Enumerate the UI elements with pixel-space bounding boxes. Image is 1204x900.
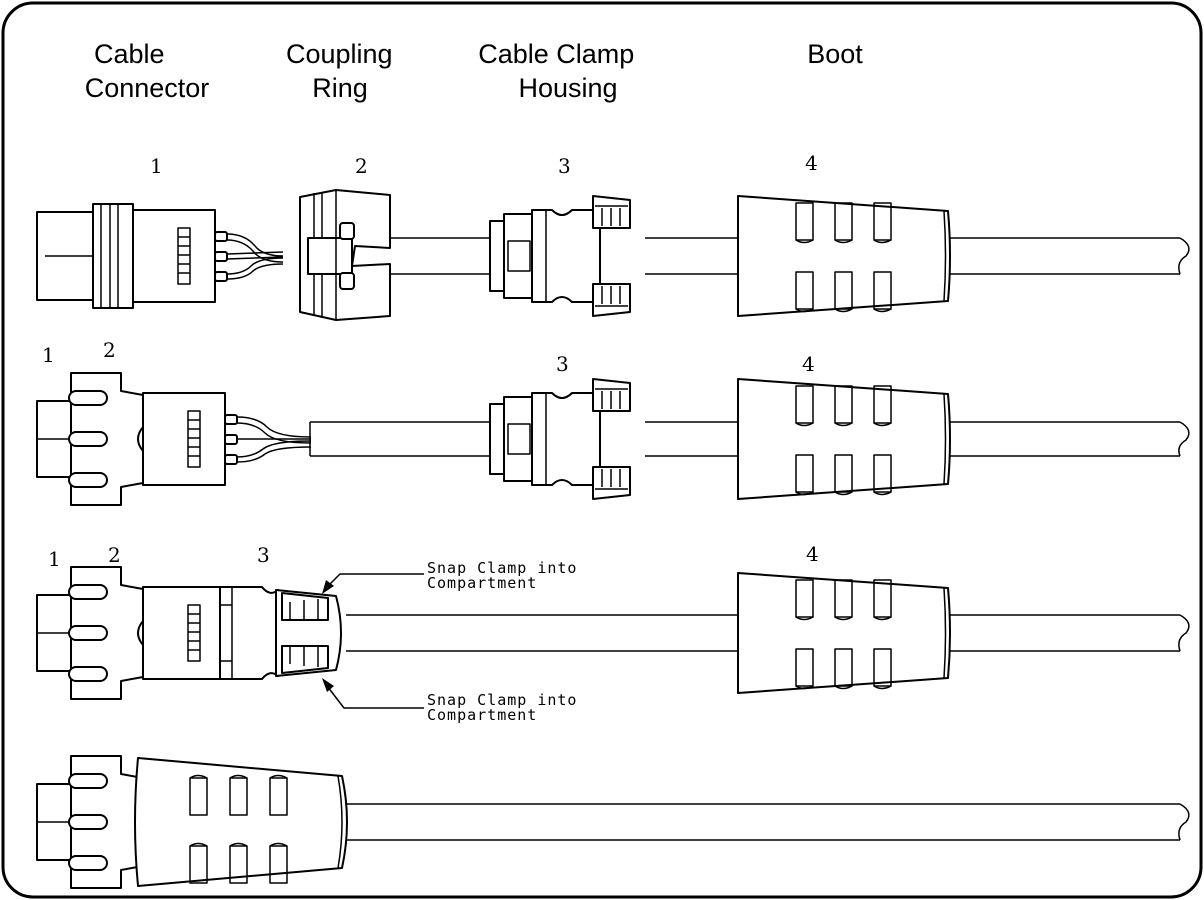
header-cable-clamp-housing: Cable Clamp Housing [478,39,642,103]
row2-cable [310,421,1190,457]
row-3-clamp-assembled: 1 2 3 4 [36,542,1190,724]
row2-cable-clamp-housing [489,378,631,500]
callout-bottom: Snap Clamp into Compartment [322,678,588,724]
row1-coupling-ring [299,189,391,321]
row1-cable [390,237,1190,275]
row3-label-1: 1 [48,547,61,571]
header-coupling-ring: Coupling Ring [286,39,400,103]
row1-label-2: 2 [355,154,368,178]
row2-label-1: 1 [42,343,55,367]
row3-connector-front [36,566,144,700]
row2-label-3: 3 [556,352,569,376]
callout-top: Snap Clamp into Compartment [322,559,588,594]
row1-label-4: 4 [805,151,818,175]
row3-connector-body-with-clamp [142,586,342,680]
row4-connector-front [36,755,144,889]
row-1-exploded: 1 2 3 4 [36,151,1190,321]
row4-cable [346,803,1190,841]
row2-connector-back [142,392,312,486]
row4-boot [134,757,348,887]
row3-label-2: 2 [108,543,121,567]
row2-boot [737,378,951,500]
row-2-connector-with-ring: 1 2 3 4 [36,338,1190,506]
row3-label-3: 3 [257,543,270,567]
row-4-fully-assembled [36,755,1190,889]
callout-bottom-text: Snap Clamp into Compartment [427,691,588,724]
row3-label-4: 4 [806,542,819,566]
callout-top-text: Snap Clamp into Compartment [427,559,588,592]
row1-cable-clamp-housing [489,195,631,317]
row1-cable-connector [36,203,284,309]
header-boot: Boot [807,39,863,69]
header-cable-connector: Cable Connector [85,39,210,103]
row2-label-2: 2 [103,338,116,362]
row1-label-3: 3 [558,154,571,178]
row2-connector-front [36,372,144,506]
row2-label-4: 4 [802,352,815,376]
row1-label-1: 1 [150,154,163,178]
row3-cable [346,614,1190,652]
row1-boot [737,195,951,317]
row3-boot [737,572,951,694]
